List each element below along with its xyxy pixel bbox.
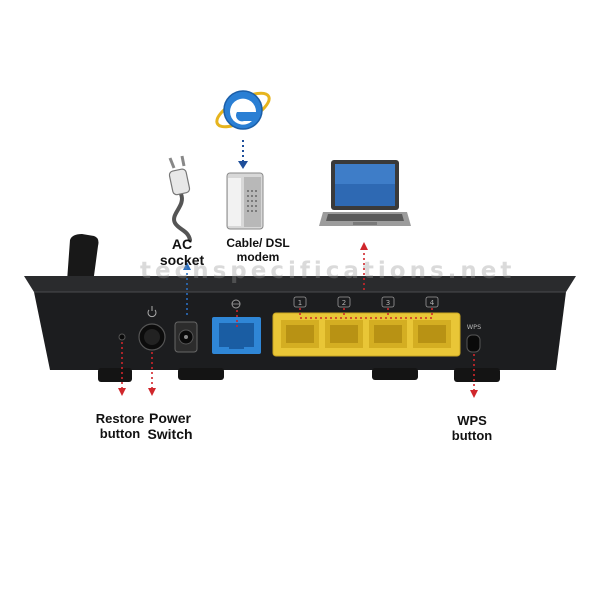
power-switch[interactable] <box>138 323 166 351</box>
globe-icon <box>231 299 241 309</box>
leader-lines <box>121 248 475 392</box>
port-number: 3 <box>386 299 390 307</box>
port-number-badge: 1 <box>293 296 307 308</box>
power-plug-icon <box>168 155 192 242</box>
port-number: 2 <box>342 299 346 307</box>
wan-port[interactable] <box>212 317 261 354</box>
wps-text: WPS <box>467 323 481 331</box>
laptop-icon <box>319 160 411 226</box>
label-wps-button: WPS button <box>451 413 493 443</box>
label-restore-button: Restore button <box>95 411 145 441</box>
lan-port[interactable] <box>369 320 407 348</box>
modem-icon <box>226 172 264 230</box>
watermark: techspecifications.net <box>140 258 516 284</box>
label-modem: Cable/ DSL modem <box>226 236 290 264</box>
power-icon <box>147 306 157 318</box>
ac-socket[interactable] <box>174 321 198 353</box>
leader-arrows <box>118 242 478 398</box>
internet-explorer-icon <box>215 90 271 130</box>
label-power-switch: Power Switch <box>147 410 193 443</box>
label-ac-socket: AC socket <box>159 236 205 269</box>
internet-connector-arrow <box>238 161 248 169</box>
port-number-badge: 3 <box>381 296 395 308</box>
lan-port[interactable] <box>413 320 451 348</box>
wps-button[interactable] <box>466 334 481 353</box>
lan-port[interactable] <box>281 320 319 348</box>
port-number-badge: 4 <box>425 296 439 308</box>
ac-connector-arrow <box>183 262 191 270</box>
port-number: 4 <box>430 299 435 307</box>
port-number-badge: 2 <box>337 296 351 308</box>
restore-button[interactable] <box>118 333 126 341</box>
port-number: 1 <box>298 299 302 307</box>
lan-port[interactable] <box>325 320 363 348</box>
